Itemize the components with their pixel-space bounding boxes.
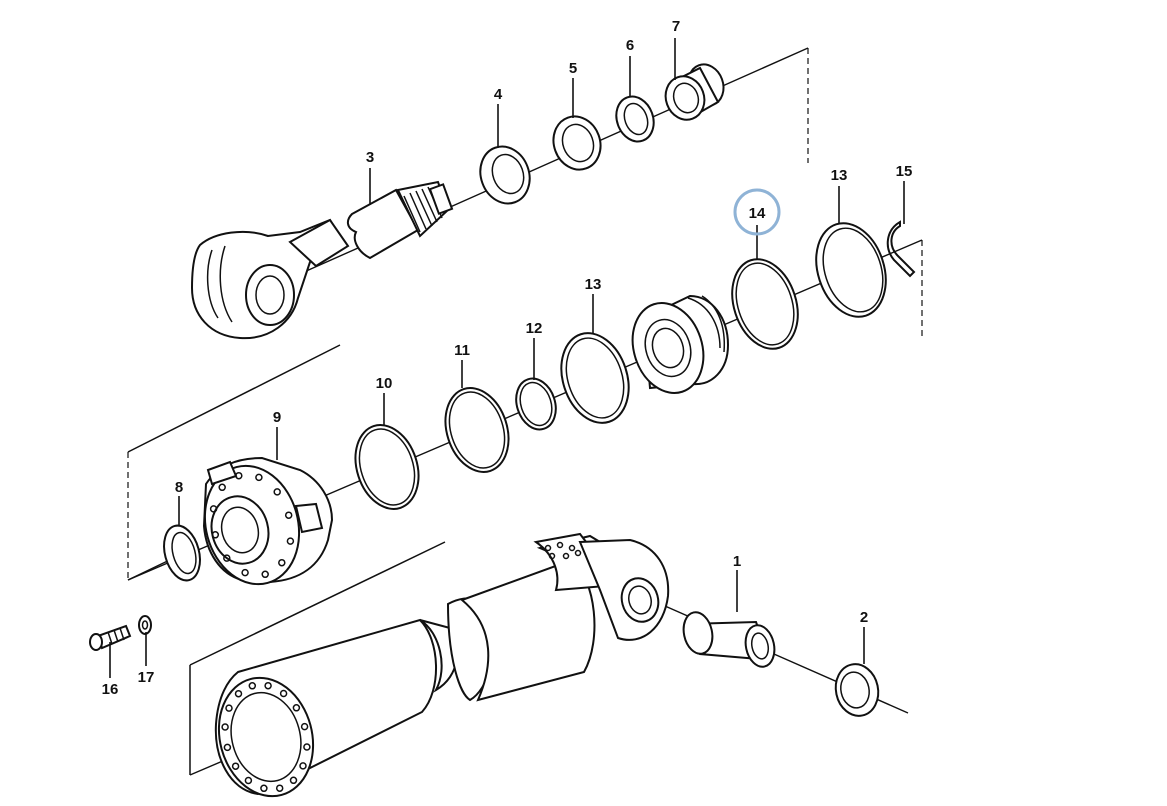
- callout-5: 5: [569, 60, 577, 77]
- bolt-hole: [231, 762, 240, 770]
- port-hole: [574, 549, 582, 557]
- bolt-hole: [234, 689, 243, 698]
- callout-15: 15: [896, 163, 913, 180]
- port-hole: [548, 552, 556, 560]
- bolt-hole: [235, 471, 243, 480]
- callout-3: 3: [366, 149, 374, 166]
- callout-16: 16: [102, 681, 119, 698]
- bolt-hole: [273, 488, 281, 496]
- bolt-hole: [244, 776, 253, 785]
- bolt-hole: [211, 531, 220, 539]
- lock-clip-part-15[interactable]: [886, 220, 916, 278]
- cylinder-head-part-9[interactable]: [192, 455, 334, 595]
- bolt-hole: [279, 689, 288, 698]
- callout-4: 4: [494, 86, 503, 103]
- bolt-hole: [264, 681, 272, 690]
- callout-11: 11: [454, 342, 470, 359]
- snap-ring-part-8[interactable]: [158, 522, 205, 585]
- bolt-hole: [300, 722, 309, 731]
- seal-part-2[interactable]: [831, 660, 883, 720]
- bolt-hole: [284, 511, 293, 519]
- callout-7: 7: [672, 18, 680, 35]
- bolt-hole: [209, 505, 218, 513]
- port-hole: [562, 552, 570, 560]
- leader-lines: [109, 38, 905, 678]
- bolt-hole: [275, 784, 284, 792]
- callout-17: 17: [138, 669, 155, 686]
- guide-bushing-part-7[interactable]: [660, 59, 730, 125]
- callout-9: 9: [273, 409, 281, 426]
- guide-ring-part-13-upper[interactable]: [805, 214, 897, 326]
- bolt-hole: [261, 570, 269, 579]
- piston[interactable]: [621, 294, 730, 403]
- guide-ring-part-13-lower[interactable]: [550, 324, 639, 431]
- bushing-part-1[interactable]: [680, 610, 778, 670]
- callout-2: 2: [860, 609, 868, 626]
- bolt-hole: [289, 776, 298, 785]
- bolt-hole: [260, 784, 268, 793]
- bolt-hole: [286, 537, 295, 545]
- port-block-holes: [544, 541, 582, 560]
- washer-part-17[interactable]: [138, 615, 152, 635]
- callout-1: 1: [733, 553, 741, 570]
- piston-rod-part-3[interactable]: [190, 180, 454, 340]
- cylinder-head-bolt-holes: [209, 471, 295, 579]
- bolt-hole: [221, 723, 229, 731]
- tube-flange-bolt-holes: [221, 681, 311, 793]
- bolt-hole: [299, 762, 307, 770]
- port-hole: [544, 544, 552, 552]
- port-hole: [568, 544, 576, 552]
- bolt-hole: [248, 682, 257, 690]
- bolt-hole: [278, 558, 286, 567]
- bolt-hole: [223, 743, 232, 752]
- port-hole: [556, 541, 564, 549]
- bolt-hole: [303, 743, 311, 751]
- bolt-hole: [241, 568, 249, 577]
- callout-12: 12: [526, 320, 543, 337]
- o-ring-part-11[interactable]: [435, 380, 519, 480]
- piston-seal-part-14[interactable]: [721, 251, 808, 358]
- callout-6: 6: [626, 37, 634, 54]
- o-ring-part-12[interactable]: [510, 373, 562, 434]
- callout-13-lower: 13: [585, 276, 602, 293]
- wiper-seal-part-4[interactable]: [473, 140, 538, 211]
- bolt-hole: [218, 483, 226, 492]
- callout-labels: 1 2 3 4 5 6 7 8 9 10 11 12 13 14 13 15 1…: [102, 18, 913, 698]
- callout-14[interactable]: 14: [749, 205, 766, 222]
- callout-10: 10: [376, 375, 393, 392]
- bolt-hole: [255, 473, 263, 482]
- bolt-hole: [223, 554, 231, 562]
- o-ring-part-10[interactable]: [345, 417, 429, 517]
- cylinder-tube[interactable]: [206, 532, 670, 806]
- highlight-ring: [733, 188, 781, 236]
- seal-ring-part-6[interactable]: [610, 91, 660, 147]
- bearing-ring-part-5[interactable]: [546, 110, 608, 176]
- screw-part-16[interactable]: [89, 624, 132, 651]
- lower-group-frame: [189, 541, 446, 775]
- callout-8: 8: [175, 479, 183, 496]
- callout-13-upper: 13: [831, 167, 848, 184]
- bolt-hole: [292, 704, 301, 712]
- bolt-hole: [225, 704, 233, 712]
